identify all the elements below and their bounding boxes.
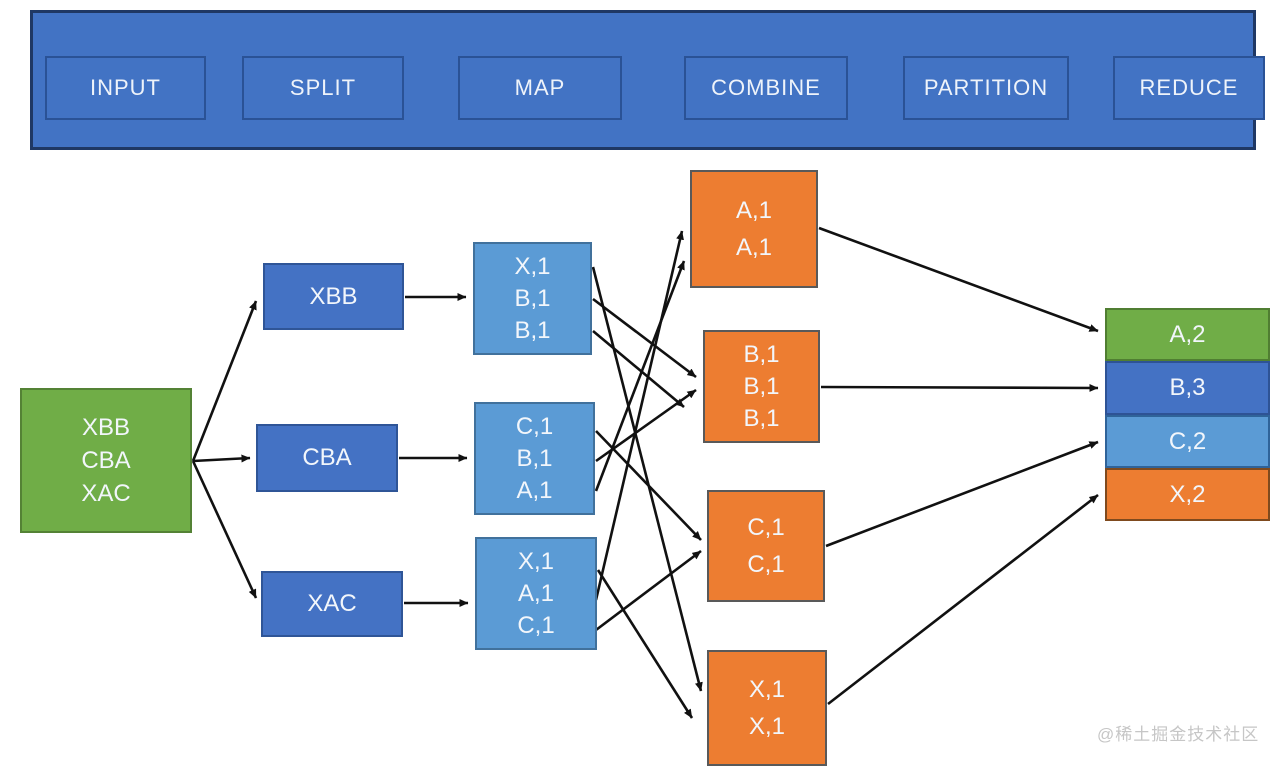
reduce-row-c2: C,2 xyxy=(1105,415,1270,468)
map-record: B,1 xyxy=(514,316,551,344)
stage-map: MAP xyxy=(458,56,622,120)
split-node-xbb: XBB xyxy=(263,263,404,330)
input-line: XAC xyxy=(81,480,131,507)
stage-reduce: REDUCE xyxy=(1113,56,1265,120)
pipeline-bar: INPUT SPLIT MAP COMBINE PARTITION REDUCE xyxy=(30,10,1265,150)
map-record: X,1 xyxy=(514,252,551,280)
combine-record: A,1 xyxy=(735,197,773,224)
combine-node-b: B,1 B,1 B,1 xyxy=(703,330,820,443)
combine-node-x: X,1 X,1 xyxy=(707,650,827,766)
edge-arrow-map-2-to-combine-a xyxy=(594,260,686,492)
combine-record: C,1 xyxy=(747,514,785,541)
edge-arrow-map-2-to-combine-c xyxy=(595,430,702,541)
map-node-3: X,1 A,1 C,1 xyxy=(475,537,597,650)
reduce-row-b3: B,3 xyxy=(1105,361,1270,415)
map-node-1: X,1 B,1 B,1 xyxy=(473,242,592,355)
input-line: XBB xyxy=(81,414,131,441)
input-line: CBA xyxy=(81,447,131,474)
stage-split: SPLIT xyxy=(242,56,404,120)
combine-node-c: C,1 C,1 xyxy=(707,490,825,602)
map-record: C,1 xyxy=(517,611,555,639)
reduce-row-x2: X,2 xyxy=(1105,468,1270,521)
stage-partition: PARTITION xyxy=(903,56,1069,120)
edge-arrow-combine-b-to-reduce-b xyxy=(820,383,1099,392)
split-node-cba: CBA xyxy=(256,424,398,492)
edge-arrow-input-to-split-cba xyxy=(192,454,251,463)
edge-arrow-combine-c-to-reduce-c xyxy=(825,440,1099,548)
map-record: C,1 xyxy=(515,412,554,440)
edge-arrow-map-2-to-combine-b xyxy=(595,388,697,463)
stage-combine: COMBINE xyxy=(684,56,848,120)
edge-arrow-combine-x-to-reduce-x xyxy=(827,493,1099,706)
map-record: A,1 xyxy=(516,476,553,504)
combine-record: B,1 xyxy=(743,404,780,432)
edge-arrow-combine-a-to-reduce-a xyxy=(818,226,1099,333)
map-node-2: C,1 B,1 A,1 xyxy=(474,402,595,515)
combine-record: C,1 xyxy=(747,551,785,578)
combine-record: A,1 xyxy=(735,234,773,261)
combine-record: B,1 xyxy=(743,372,780,400)
edge-arrow-input-to-split-xbb xyxy=(191,300,258,462)
input-node: XBB CBA XAC xyxy=(20,388,192,533)
edge-arrow-map-1-to-combine-b xyxy=(592,297,697,379)
combine-record: X,1 xyxy=(748,676,786,703)
map-record: X,1 xyxy=(517,547,555,575)
watermark: @稀土掘金技术社区 xyxy=(1097,725,1260,744)
edge-arrow-map-1-to-combine-b xyxy=(592,330,685,408)
combine-record: B,1 xyxy=(743,340,780,368)
map-record: B,1 xyxy=(516,444,553,472)
stage-input: INPUT xyxy=(45,56,206,120)
edge-arrow-input-to-split-xac xyxy=(191,460,258,599)
edge-arrow-map-3-to-combine-a xyxy=(594,230,684,601)
edge-arrow-map-3-to-combine-c xyxy=(595,549,702,632)
map-record: A,1 xyxy=(517,579,555,607)
combine-record: X,1 xyxy=(748,713,786,740)
map-record: B,1 xyxy=(514,284,551,312)
edge-arrow-map-3-to-combine-x xyxy=(596,569,694,719)
reduce-row-a2: A,2 xyxy=(1105,308,1270,361)
split-node-xac: XAC xyxy=(261,571,403,637)
edge-arrow-map-1-to-combine-x xyxy=(591,266,703,692)
combine-node-a: A,1 A,1 xyxy=(690,170,818,288)
